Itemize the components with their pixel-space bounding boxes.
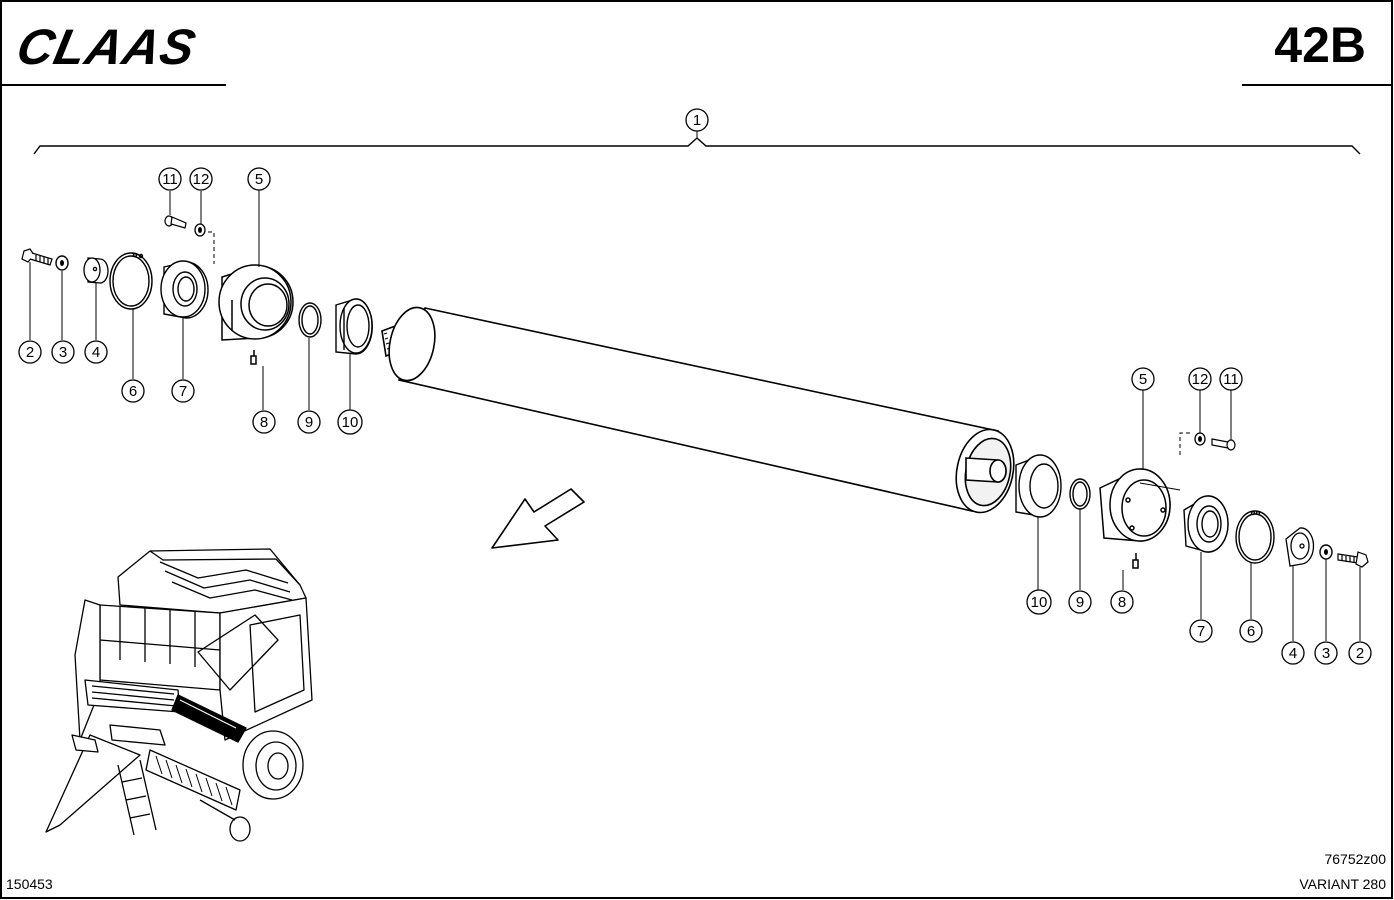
callout-8-left[interactable]: 8 (252, 410, 276, 434)
circlip-part-6-right (1235, 510, 1275, 564)
dashed-guide-left (208, 231, 215, 264)
callout-3-left[interactable]: 3 (51, 340, 75, 364)
callout-7-left[interactable]: 7 (171, 379, 195, 403)
svg-text:10: 10 (1031, 594, 1048, 611)
callout-9-left[interactable]: 9 (297, 410, 321, 434)
svg-text:2: 2 (26, 344, 34, 361)
bearing-part-7-right (1183, 495, 1229, 553)
baler-locator-illustration (45, 548, 313, 842)
roller-tube (381, 306, 1015, 514)
callout-2-right[interactable]: 2 (1348, 641, 1372, 665)
callout-6-left[interactable]: 6 (121, 379, 145, 403)
oring-part-9-right (1069, 478, 1091, 510)
svg-text:9: 9 (305, 414, 313, 431)
model-name: VARIANT 280 (1299, 876, 1386, 892)
callout-5-right[interactable]: 5 (1131, 367, 1155, 391)
lock-part-12-left (194, 223, 206, 237)
sheet-number: 150453 (6, 876, 53, 892)
bearing-part-7-left (160, 260, 209, 319)
svg-text:6: 6 (129, 383, 137, 400)
leader-lines (29, 190, 1361, 641)
svg-text:2: 2 (1356, 645, 1364, 662)
callout-2-left[interactable]: 2 (18, 340, 42, 364)
oring-part-9-left (298, 302, 322, 338)
svg-text:11: 11 (1223, 371, 1239, 388)
drawing-number: 76752z00 (1324, 851, 1386, 867)
bolt-part-2-left (21, 248, 53, 266)
washer-part-3-left (55, 255, 69, 271)
svg-text:3: 3 (1322, 645, 1330, 662)
callout-6-right[interactable]: 6 (1239, 619, 1263, 643)
svg-text:9: 9 (1076, 594, 1084, 611)
callout-7-right[interactable]: 7 (1189, 619, 1213, 643)
callout-11-right[interactable]: 11 (1219, 367, 1243, 391)
callout-1[interactable]: 1 (685, 108, 709, 132)
svg-text:6: 6 (1247, 623, 1255, 640)
callout-12-right[interactable]: 12 (1188, 367, 1212, 391)
svg-text:4: 4 (92, 344, 100, 361)
screw-part-11-left (164, 215, 187, 229)
callout-5-left[interactable]: 5 (247, 167, 271, 191)
sleeve-part-10-left (335, 298, 373, 355)
callout-12-left[interactable]: 12 (189, 167, 213, 191)
svg-text:10: 10 (342, 414, 359, 431)
svg-text:12: 12 (193, 171, 210, 188)
callout-9-right[interactable]: 9 (1068, 590, 1092, 614)
bearing-housing-part-5-left (218, 264, 294, 365)
callout-11-left[interactable]: 11 (158, 167, 182, 191)
callout-8-right[interactable]: 8 (1110, 590, 1134, 614)
brand-logo: CLAAS (12, 19, 201, 75)
circlip-part-6-left (109, 252, 153, 310)
bolt-part-2-right (1337, 551, 1369, 568)
svg-text:8: 8 (260, 414, 268, 431)
svg-text:7: 7 (179, 383, 187, 400)
screw-part-11-right (1211, 438, 1236, 451)
svg-text:1: 1 (693, 112, 701, 129)
svg-text:8: 8 (1118, 594, 1126, 611)
disc-part-4-right (1285, 527, 1315, 567)
sleeve-part-10-right (1015, 454, 1062, 518)
direction-arrow (491, 488, 585, 549)
svg-text:3: 3 (59, 344, 67, 361)
bearing-housing-part-5-right (1099, 468, 1181, 569)
svg-text:4: 4 (1289, 645, 1297, 662)
svg-text:5: 5 (1139, 371, 1147, 388)
washer-part-3-right (1319, 544, 1333, 560)
dashed-guide-right (1179, 432, 1190, 455)
svg-text:12: 12 (1192, 371, 1209, 388)
svg-text:7: 7 (1197, 623, 1205, 640)
svg-text:5: 5 (255, 171, 263, 188)
callout-4-right[interactable]: 4 (1281, 641, 1305, 665)
callout-4-left[interactable]: 4 (84, 340, 108, 364)
disc-part-4-left (83, 257, 109, 284)
lock-part-12-right (1194, 432, 1206, 446)
callout-3-right[interactable]: 3 (1314, 641, 1338, 665)
callout-10-right[interactable]: 10 (1026, 589, 1052, 615)
callout-10-left[interactable]: 10 (337, 409, 363, 435)
assembly-bracket (33, 137, 1361, 155)
svg-text:11: 11 (162, 171, 178, 188)
page-code: 42B (1274, 17, 1366, 73)
